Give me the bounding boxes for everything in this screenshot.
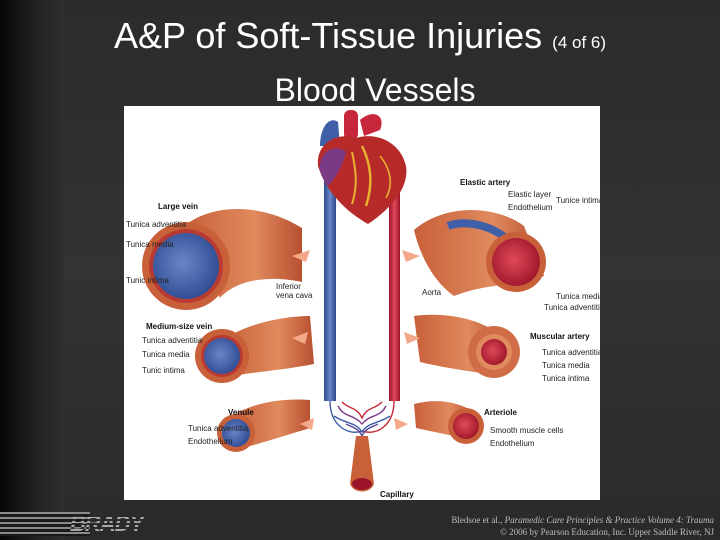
label-large-vein: Large vein	[158, 202, 199, 211]
vessel-diagram	[142, 110, 546, 492]
left-decorative-bar	[0, 0, 64, 540]
muscular-artery-diagram	[414, 314, 520, 378]
label-venule: Venule	[228, 408, 254, 417]
label-aorta: Aorta	[422, 288, 442, 297]
label-venule-endothelium: Endothelium	[188, 437, 233, 446]
medium-vein-diagram	[195, 316, 314, 383]
citation-authors: Bledsoe et al.,	[451, 515, 503, 525]
slide-counter: (4 of 6)	[552, 33, 607, 52]
label-capillary: Capillary	[380, 490, 414, 499]
label-arteriole-endothelium: Endothelium	[490, 439, 535, 448]
capillary-closeup	[350, 436, 374, 492]
flow-arrows	[292, 250, 420, 430]
brady-logo: BRADY	[70, 513, 166, 535]
label-medium-vein-media: Tunica media	[142, 350, 190, 359]
label-muscular-artery-adventitia: Tunica adventitia	[542, 348, 600, 357]
slide-title: A&P of Soft-Tissue Injuries (4 of 6)	[0, 16, 720, 63]
label-endothelium: Endothelium	[508, 203, 553, 212]
label-muscular-artery-intima: Tunica intima	[542, 374, 590, 383]
label-tunica-media: Tunica media	[126, 240, 174, 249]
label-venule-adventitia: Tunica adventitia	[188, 424, 249, 433]
label-tunica-media-right: Tunica media	[556, 292, 600, 301]
aorta	[389, 166, 400, 401]
title-text: A&P of Soft-Tissue Injuries	[113, 15, 543, 56]
citation-title: Paramedic Care Principles & Practice Vol…	[504, 515, 714, 525]
label-tunica-adventitia: Tunica adventitia	[126, 220, 187, 229]
label-arteriole: Arteriole	[484, 408, 517, 417]
label-elastic-artery: Elastic artery	[460, 178, 511, 187]
large-vein-diagram	[142, 208, 302, 310]
label-medium-vein-intima: Tunic intima	[142, 366, 185, 375]
citation-line-1: Bledsoe et al., Paramedic Care Principle…	[451, 514, 714, 526]
blood-vessels-illustration: Large vein Tunica adventitia Tunica medi…	[124, 106, 600, 500]
elastic-artery-diagram	[414, 209, 546, 296]
capillary-bed	[329, 400, 395, 438]
label-tunica-intima: Tunic intima	[126, 276, 169, 285]
label-medium-size-vein: Medium-size vein	[146, 322, 213, 331]
label-muscular-artery: Muscular artery	[530, 332, 590, 341]
inferior-vena-cava	[324, 146, 336, 401]
label-elastic-layer: Elastic layer	[508, 190, 552, 199]
citation-copyright: © 2006 by Pearson Education, Inc. Upper …	[500, 527, 714, 537]
label-medium-vein-adventitia: Tunica adventitia	[142, 336, 203, 345]
slide-subtitle: Blood Vessels	[274, 72, 476, 108]
label-tunica-intima-right: Tunice intima	[556, 196, 600, 205]
label-tunica-adventitia-right: Tunica adventitia	[544, 303, 600, 312]
venule-diagram	[217, 399, 310, 452]
footer-stripes	[0, 512, 90, 536]
citation: Bledsoe et al., Paramedic Care Principle…	[451, 514, 714, 538]
label-muscular-artery-media: Tunica media	[542, 361, 590, 370]
heart	[317, 110, 407, 224]
label-inferior-vena-cava: Inferior vena cava	[276, 282, 313, 300]
arteriole-diagram	[414, 401, 484, 444]
label-smooth-muscle-cells: Smooth muscle cells	[490, 426, 564, 435]
